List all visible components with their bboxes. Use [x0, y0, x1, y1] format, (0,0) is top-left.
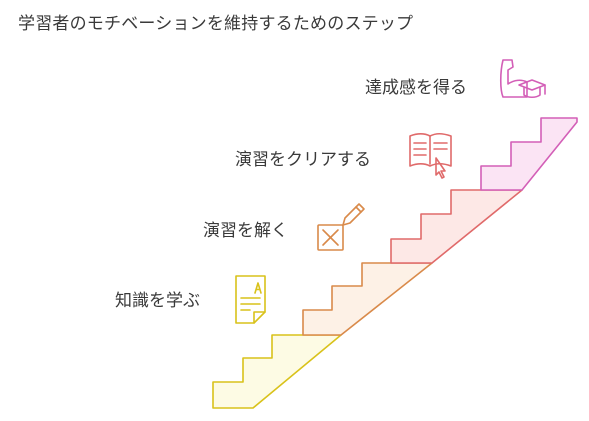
book-pointer-icon	[409, 132, 452, 179]
document-icon	[235, 275, 266, 324]
stage-label-clear: 演習をクリアする	[235, 150, 371, 170]
stair-segment-3	[390, 189, 523, 264]
stage-label-learn: 知識を学ぶ	[115, 291, 200, 311]
flexed-arm-graduation-icon	[499, 59, 546, 99]
stair-segment-4	[480, 117, 578, 191]
stair-segment-2	[302, 262, 433, 336]
pencil-box-icon	[317, 203, 365, 251]
stage-label-solve: 演習を解く	[203, 221, 288, 241]
stage-label-achieve: 達成感を得る	[365, 78, 467, 98]
stair-segment-1	[212, 334, 342, 409]
diagram-title: 学習者のモチベーションを維持するためのステップ	[18, 14, 414, 34]
